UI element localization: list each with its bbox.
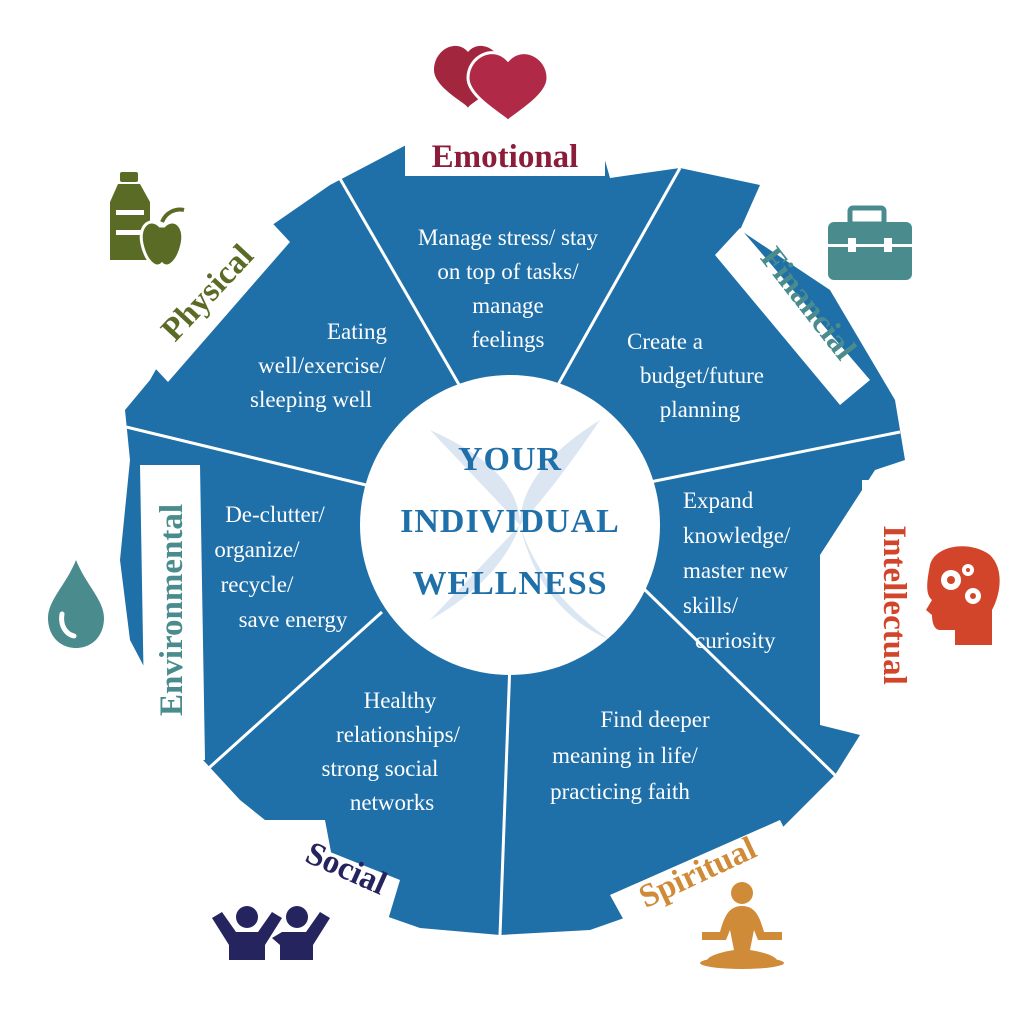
tab-intellectual — [862, 480, 920, 725]
emotional-line-4: feelings — [472, 327, 545, 352]
briefcase-icon — [828, 205, 912, 280]
environmental-label: Environmental — [154, 504, 190, 716]
label-tabs — [140, 212, 920, 935]
financial-line-1: Create a — [627, 329, 703, 354]
spiritual-line-3: practicing faith — [550, 779, 690, 804]
hearts-icon — [434, 45, 550, 123]
intellectual-label: Intellectual — [876, 525, 912, 684]
divider-physical-emotional — [333, 169, 467, 396]
physical-line-2: well/exercise/ — [258, 353, 386, 378]
tab-physical — [140, 212, 290, 382]
emotional-label-box — [405, 136, 605, 176]
divider-spiritual-social — [498, 661, 512, 936]
intellectual-line-1: Expand — [683, 488, 754, 513]
social-line-3: strong social — [322, 756, 439, 781]
social-line-2: relationships/ — [336, 722, 461, 747]
segment-dividers — [117, 167, 901, 936]
segment-social-text: Healthy relationships/ strong social net… — [322, 688, 461, 815]
meditation-icon — [700, 882, 784, 969]
divider-social-environmental — [188, 610, 384, 787]
social-line-4: networks — [350, 790, 434, 815]
emotional-label: Emotional — [432, 139, 579, 175]
physical-line-3: sleeping well — [250, 387, 372, 412]
financial-line-2: budget/future — [640, 363, 764, 388]
center-line-1: YOUR — [458, 441, 562, 478]
tab-environmental — [140, 465, 205, 760]
intellectual-line-5: curiosity — [695, 628, 776, 653]
tab-spiritual — [610, 820, 800, 935]
wheel: YOUR INDIVIDUAL WELLNESS — [117, 143, 920, 936]
social-line-1: Healthy — [364, 688, 437, 713]
spiritual-line-1: Find deeper — [600, 707, 710, 732]
head-gears-icon — [926, 546, 1000, 645]
center-circle — [360, 375, 660, 675]
intellectual-line-4: skills/ — [683, 593, 739, 618]
physical-line-1: Eating — [327, 319, 388, 344]
segment-financial-text: Create a budget/future planning — [627, 329, 764, 422]
emotional-line-1: Manage stress/ stay — [418, 225, 599, 250]
emotional-line-2: on top of tasks/ — [437, 259, 579, 284]
tab-social — [285, 840, 400, 930]
tab-financial — [715, 228, 870, 405]
center-line-2: INDIVIDUAL — [400, 503, 620, 540]
segment-emotional-text: Manage stress/ stay on top of tasks/ man… — [418, 225, 599, 352]
segment-intellectual-text: Expand knowledge/ master new skills/ cur… — [683, 488, 791, 653]
spiritual-line-2: meaning in life/ — [552, 743, 698, 768]
water-drop-icon — [48, 560, 104, 648]
financial-line-3: planning — [660, 397, 741, 422]
segment-environmental-text: De-clutter/ organize/ recycle/ save ener… — [214, 502, 347, 632]
environmental-line-3: recycle/ — [221, 572, 294, 597]
center-line-3: WELLNESS — [412, 565, 607, 602]
environmental-line-1: De-clutter/ — [225, 502, 325, 527]
environmental-line-4: save energy — [239, 607, 348, 632]
divider-emotional-financial — [553, 167, 682, 391]
bottle-apple-icon — [110, 172, 185, 268]
intellectual-line-2: knowledge/ — [683, 523, 791, 548]
segment-physical-text: Eating well/exercise/ sleeping well — [250, 319, 388, 412]
intellectual-line-3: master new — [683, 558, 789, 583]
emotional-label-group: Emotional — [405, 136, 605, 176]
divider-environmental-physical — [117, 423, 367, 487]
people-icon — [212, 906, 330, 960]
segment-spiritual-text: Find deeper meaning in life/ practicing … — [550, 707, 710, 804]
divider-financial-intellectual — [649, 430, 901, 484]
center-swirl-watermark — [430, 420, 610, 640]
environmental-line-2: organize/ — [214, 537, 300, 562]
emotional-line-3: manage — [472, 293, 544, 318]
divider-intellectual-spiritual — [638, 583, 842, 782]
